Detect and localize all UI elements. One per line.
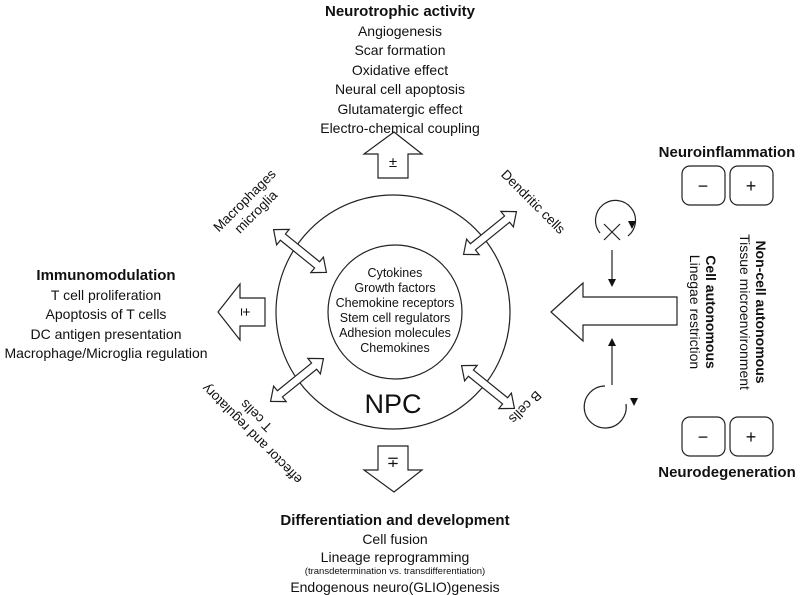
npc-inner-circle: [327, 244, 463, 380]
neuroinflammation-plus-box: [729, 165, 774, 206]
differentiation-down-arrow: [362, 445, 424, 493]
tcell-double-arrow: [263, 350, 331, 410]
neurodegeneration-plus-box: [729, 416, 774, 457]
neurotrophic-item: Electro-chemical coupling: [320, 120, 480, 136]
neurotrophic-item: Neural cell apoptosis: [335, 81, 465, 97]
differentiation-title: Differentiation and development: [280, 512, 510, 529]
inner-factor-list: Cytokines Growth factors Chemokine recep…: [336, 266, 455, 355]
neurotrophic-title: Neurotrophic activity: [324, 3, 476, 20]
immunomodulation-item: DC antigen presentation: [30, 325, 182, 342]
neurotrophic-block: Neurotrophic activity Angiogenesis Scar …: [250, 2, 550, 139]
neurodegeneration-minus-box: [681, 416, 726, 457]
macrophage-double-arrow: [266, 221, 334, 281]
neuroinflammation-minus: −: [698, 176, 709, 196]
dendritic-double-arrow: [456, 203, 524, 263]
immunomodulation-item: Apoptosis of T cells: [45, 306, 167, 322]
dendritic-cells-label: Dendritic cells: [498, 167, 568, 237]
inner-item: Cytokines: [368, 266, 423, 280]
input-left-arrow: [550, 281, 678, 343]
cycle-arrowhead-bottom: [630, 398, 638, 406]
neurotrophic-item: Glutamatergic effect: [337, 100, 463, 117]
tissue-microenvironment-text: Tissue microenvironment: [737, 234, 753, 390]
inner-item: Chemokines: [360, 341, 429, 355]
immunomodulation-item: Macrophage/Microglia regulation: [4, 345, 208, 361]
neuroinflammation-minus-box: [681, 165, 726, 206]
inner-item: Chemokine receptors: [336, 296, 455, 310]
differentiation-block: Differentiation and development Cell fus…: [240, 512, 550, 595]
lineage-restriction-text: Linegae restriction: [687, 255, 703, 369]
effector-regulatory-text: effector and regulatory: [199, 381, 305, 487]
inner-item: Adhesion molecules: [339, 326, 451, 340]
immunomodulation-block: Immunomodulation T cell proliferation Ap…: [0, 266, 212, 364]
differentiation-item: Endogenous neuro(GLIO)genesis: [290, 579, 500, 595]
inner-item: Stem cell regulators: [340, 311, 450, 325]
bottom-connector-arrowhead: [608, 338, 616, 346]
cycle-arrowhead: [628, 221, 636, 229]
neurotrophic-item: Oxidative effect: [351, 61, 449, 78]
active-cycle-icon: [583, 385, 627, 429]
non-cell-autonomous-title: Non-cell autonomous: [753, 240, 769, 383]
neurotrophic-sign: ±: [389, 154, 397, 171]
immunomodulation-left-arrow: [217, 282, 266, 342]
differentiation-item: Lineage reprogramming: [320, 549, 470, 565]
neurotrophic-item: Scar formation: [354, 42, 446, 58]
blocked-cycle-icon: [594, 199, 637, 237]
neurodegeneration-plus: +: [746, 427, 757, 447]
neurotrophic-up-arrow: [362, 131, 424, 179]
cross-icon: [603, 223, 621, 241]
npc-label: NPC: [364, 389, 421, 419]
neurotrophic-item: Angiogenesis: [357, 22, 443, 39]
differentiation-item: Cell fusion: [362, 531, 428, 547]
cell-autonomous-title: Cell autonomous: [703, 255, 719, 369]
t-cells-label: effector and regulatory T cells: [199, 381, 305, 487]
neurodegeneration-title: Neurodegeneration: [658, 464, 796, 481]
inner-item: Growth factors: [354, 281, 435, 295]
bcell-double-arrow: [454, 357, 522, 417]
differentiation-sign: ∓: [387, 454, 400, 471]
neurodegeneration-minus: −: [698, 427, 709, 447]
immunomodulation-sign: ±: [237, 308, 254, 316]
top-connector-arrowhead: [608, 279, 616, 287]
neuroinflammation-title: Neuroinflammation: [659, 144, 796, 161]
immunomodulation-item: T cell proliferation: [50, 286, 162, 303]
neuroinflammation-plus: +: [746, 176, 757, 196]
immunomodulation-title: Immunomodulation: [36, 267, 176, 284]
differentiation-note: (transdetermination vs. transdifferentia…: [304, 566, 486, 577]
npc-outer-circle: [275, 194, 511, 430]
